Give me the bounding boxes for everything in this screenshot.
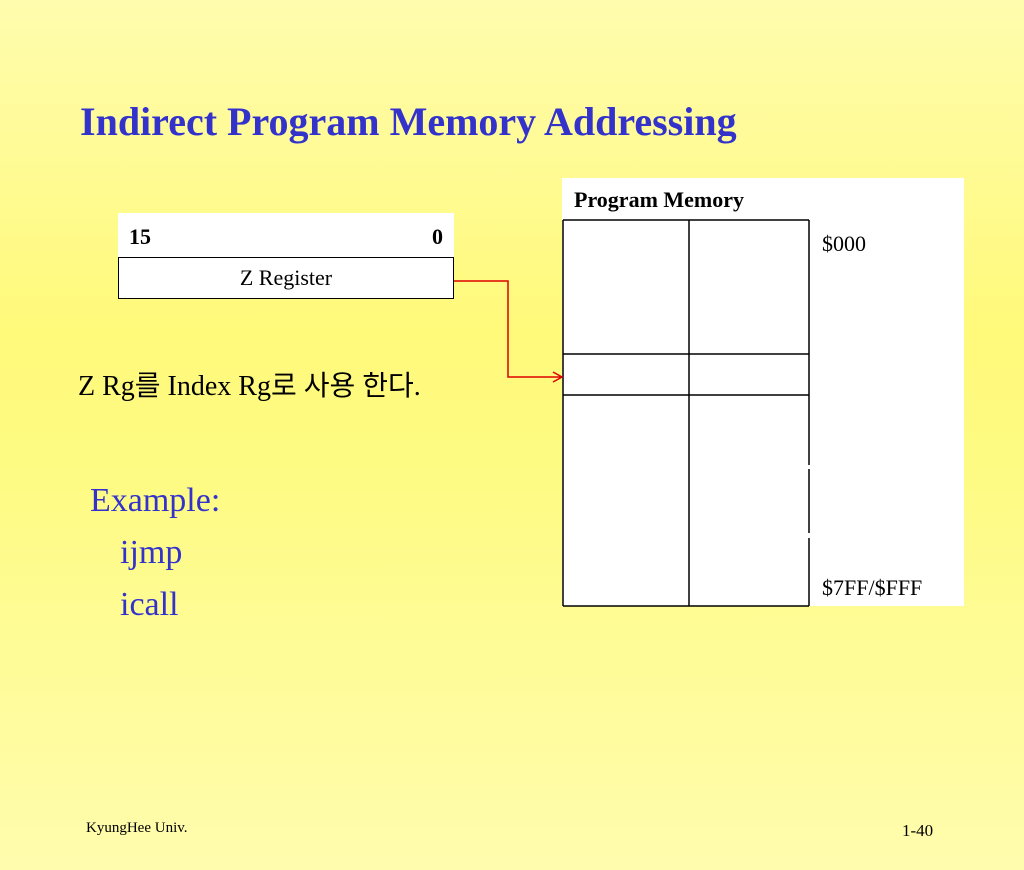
bit-high-label: 15: [129, 224, 151, 249]
description-text: Z Rg를 Index Rg로 사용 한다.: [78, 371, 421, 402]
bit-low-label: 0: [432, 224, 443, 249]
end-address-label: $7FF/$FFF: [822, 575, 923, 600]
z-register: 15 0 Z Register: [118, 213, 454, 299]
z-register-bit-range: 15 0: [118, 213, 454, 257]
example-heading: Example:: [90, 482, 221, 519]
memory-grid: [562, 219, 810, 607]
instruction-ijmp: ijmp: [120, 534, 183, 571]
z-register-label: Z Register: [118, 257, 454, 299]
footer-university: KyungHee Univ.: [86, 820, 188, 836]
program-memory-title: Program Memory: [574, 187, 745, 212]
pointer-arrow: [454, 280, 564, 383]
instruction-icall: icall: [120, 586, 179, 623]
start-address-label: $000: [822, 231, 866, 256]
slide-title: Indirect Program Memory Addressing: [80, 99, 737, 144]
footer-page-number: 1-40: [902, 821, 934, 840]
example-block: Example: ijmp icall: [90, 475, 220, 631]
program-memory-panel: [562, 178, 964, 606]
